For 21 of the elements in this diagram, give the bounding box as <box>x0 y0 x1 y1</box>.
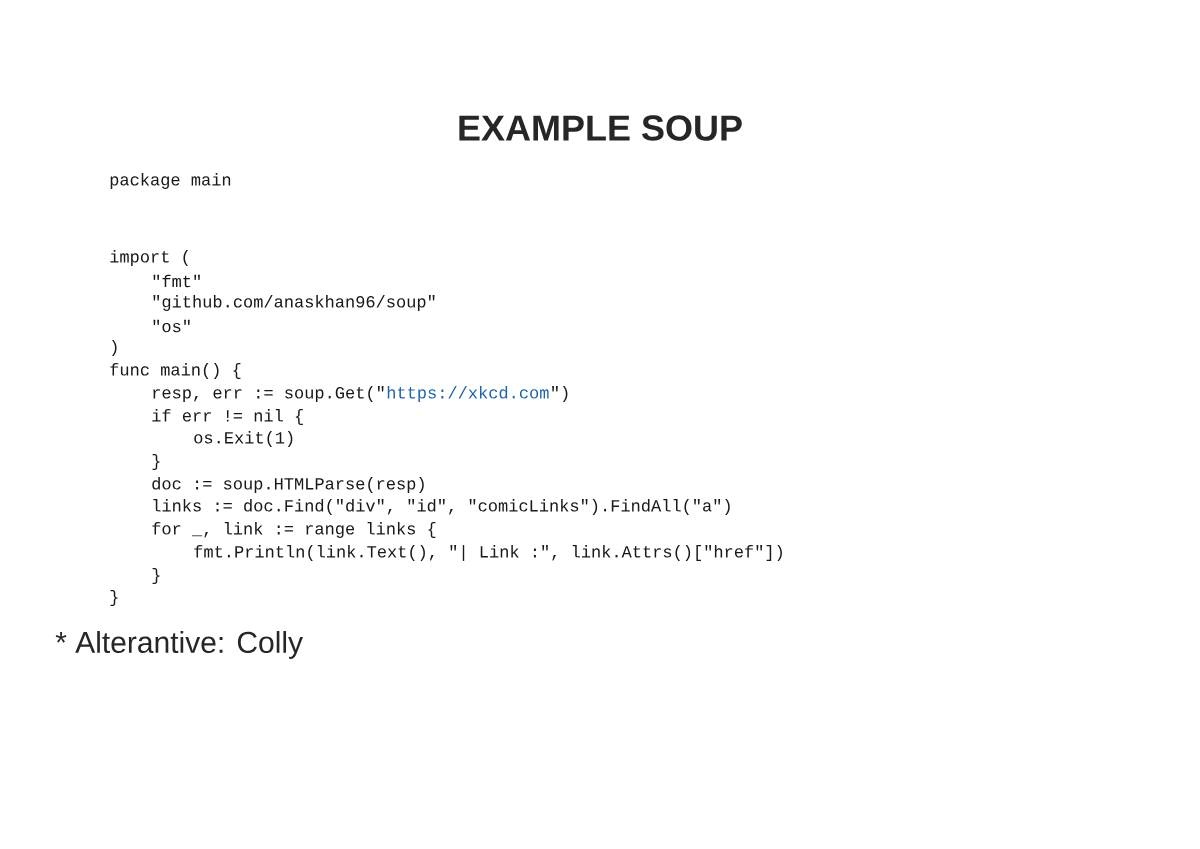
note-text: * Alterantive: Colly <box>55 631 303 659</box>
code-line: ") <box>552 386 568 402</box>
code-line: "fmt" <box>153 274 200 288</box>
code-line: doc := soup.HTMLParse(resp) <box>152 477 424 493</box>
code-line: } <box>152 568 160 584</box>
code-line: for _, link := range links { <box>152 522 436 538</box>
code-line: fmt.Println(link.Text(), "| Link :", link.Attrs()["href"]) <box>194 545 782 561</box>
code-line: "github.com/anaskhan96/soup" <box>153 295 435 311</box>
code-line: os.Exit(1) <box>194 431 293 447</box>
link-text: https://xkcd.com <box>387 386 549 402</box>
title: EXAMPLE SOUP <box>459 115 742 141</box>
code-line: func main() { <box>110 363 241 379</box>
code-line: links := doc.Find("div", "id", "comicLinks").FindAll("a") <box>153 499 730 515</box>
code-line: } <box>110 590 118 606</box>
code-line: import ( <box>110 250 188 266</box>
code-line: ) <box>112 340 117 356</box>
code-line: "os" <box>153 319 190 333</box>
code-line: if err != nil { <box>152 409 303 425</box>
code-line: } <box>152 454 160 470</box>
code-line: package main <box>110 173 231 189</box>
code-line: resp, err := soup.Get(" <box>153 386 384 402</box>
